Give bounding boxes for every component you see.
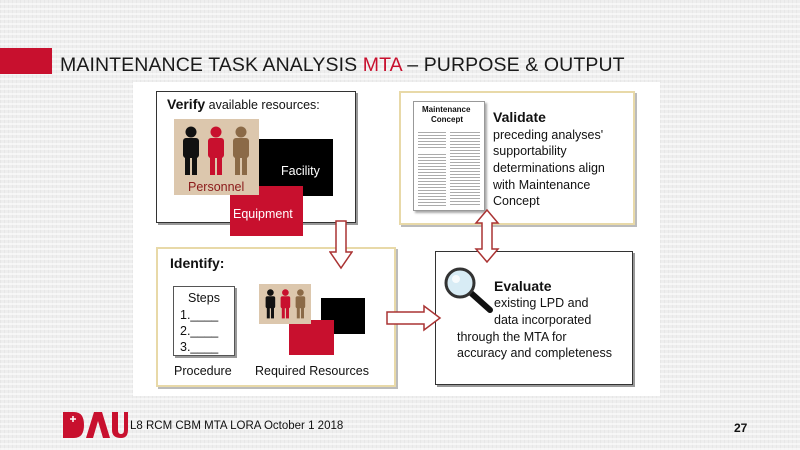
verify-heading: Verify available resources: — [167, 96, 320, 112]
mta-figure: Verify available resources: Facility Equ… — [133, 82, 660, 396]
up-down-arrow — [474, 209, 500, 263]
footer-text: L8 RCM CBM MTA LORA October 1 2018 — [130, 420, 344, 432]
evaluate-panel: Evaluate existing LPD and data incorpora… — [435, 251, 633, 385]
evaluate-line-2: data incorporated — [494, 313, 592, 327]
step-1: 1.____ — [180, 308, 219, 322]
identify-panel: Identify: Steps 1.____ 2.____ 3.____ Pro… — [156, 247, 396, 387]
evaluate-line-3: through the MTA for — [457, 330, 567, 344]
doc-title-line2: Concept — [431, 115, 463, 124]
down-arrow — [329, 220, 353, 270]
doc-body-text — [418, 132, 446, 150]
magnifier-icon — [444, 267, 493, 313]
doc-title-line1: Maintenance — [422, 105, 471, 114]
personnel-label: Personnel — [188, 180, 245, 194]
page-number: 27 — [734, 421, 748, 435]
identify-heading: Identify: — [170, 255, 225, 271]
resource-equipment-square — [289, 320, 334, 355]
evaluate-line-4: accuracy and completeness — [457, 346, 612, 360]
step-3: 3.____ — [180, 340, 219, 354]
validate-line-4: with Maintenance — [493, 178, 591, 192]
title-accent-bar — [0, 48, 52, 74]
slide-title: MAINTENANCE TASK ANALYSIS MTA – PURPOSE … — [60, 54, 625, 76]
evaluate-line-1: existing LPD and — [494, 296, 589, 310]
maintenance-concept-document: Maintenance Concept — [413, 101, 485, 211]
resource-personnel-icon — [265, 289, 306, 319]
steps-title: Steps — [188, 291, 220, 305]
doc-body-text-left — [418, 154, 446, 206]
facility-label: Facility — [281, 164, 320, 178]
steps-box: Steps 1.____ 2.____ 3.____ — [173, 286, 235, 356]
personnel-figures-icon — [183, 126, 249, 175]
validate-heading: Validate — [493, 109, 546, 125]
validate-line-5: Concept — [493, 194, 540, 208]
evaluate-heading: Evaluate — [494, 278, 552, 294]
procedure-label: Procedure — [174, 364, 232, 378]
required-resources-label: Required Resources — [255, 364, 369, 378]
right-arrow — [386, 304, 442, 332]
validate-line-2: supportability — [493, 144, 567, 158]
step-2: 2.____ — [180, 324, 219, 338]
validate-line-1: preceding analyses' — [493, 128, 604, 142]
doc-body-text-right — [450, 132, 480, 206]
equipment-label: Equipment — [233, 207, 293, 221]
validate-line-3: determinations align — [493, 161, 605, 175]
dau-logo — [63, 412, 128, 438]
validate-panel: Maintenance Concept Validate preceding a… — [399, 91, 635, 225]
